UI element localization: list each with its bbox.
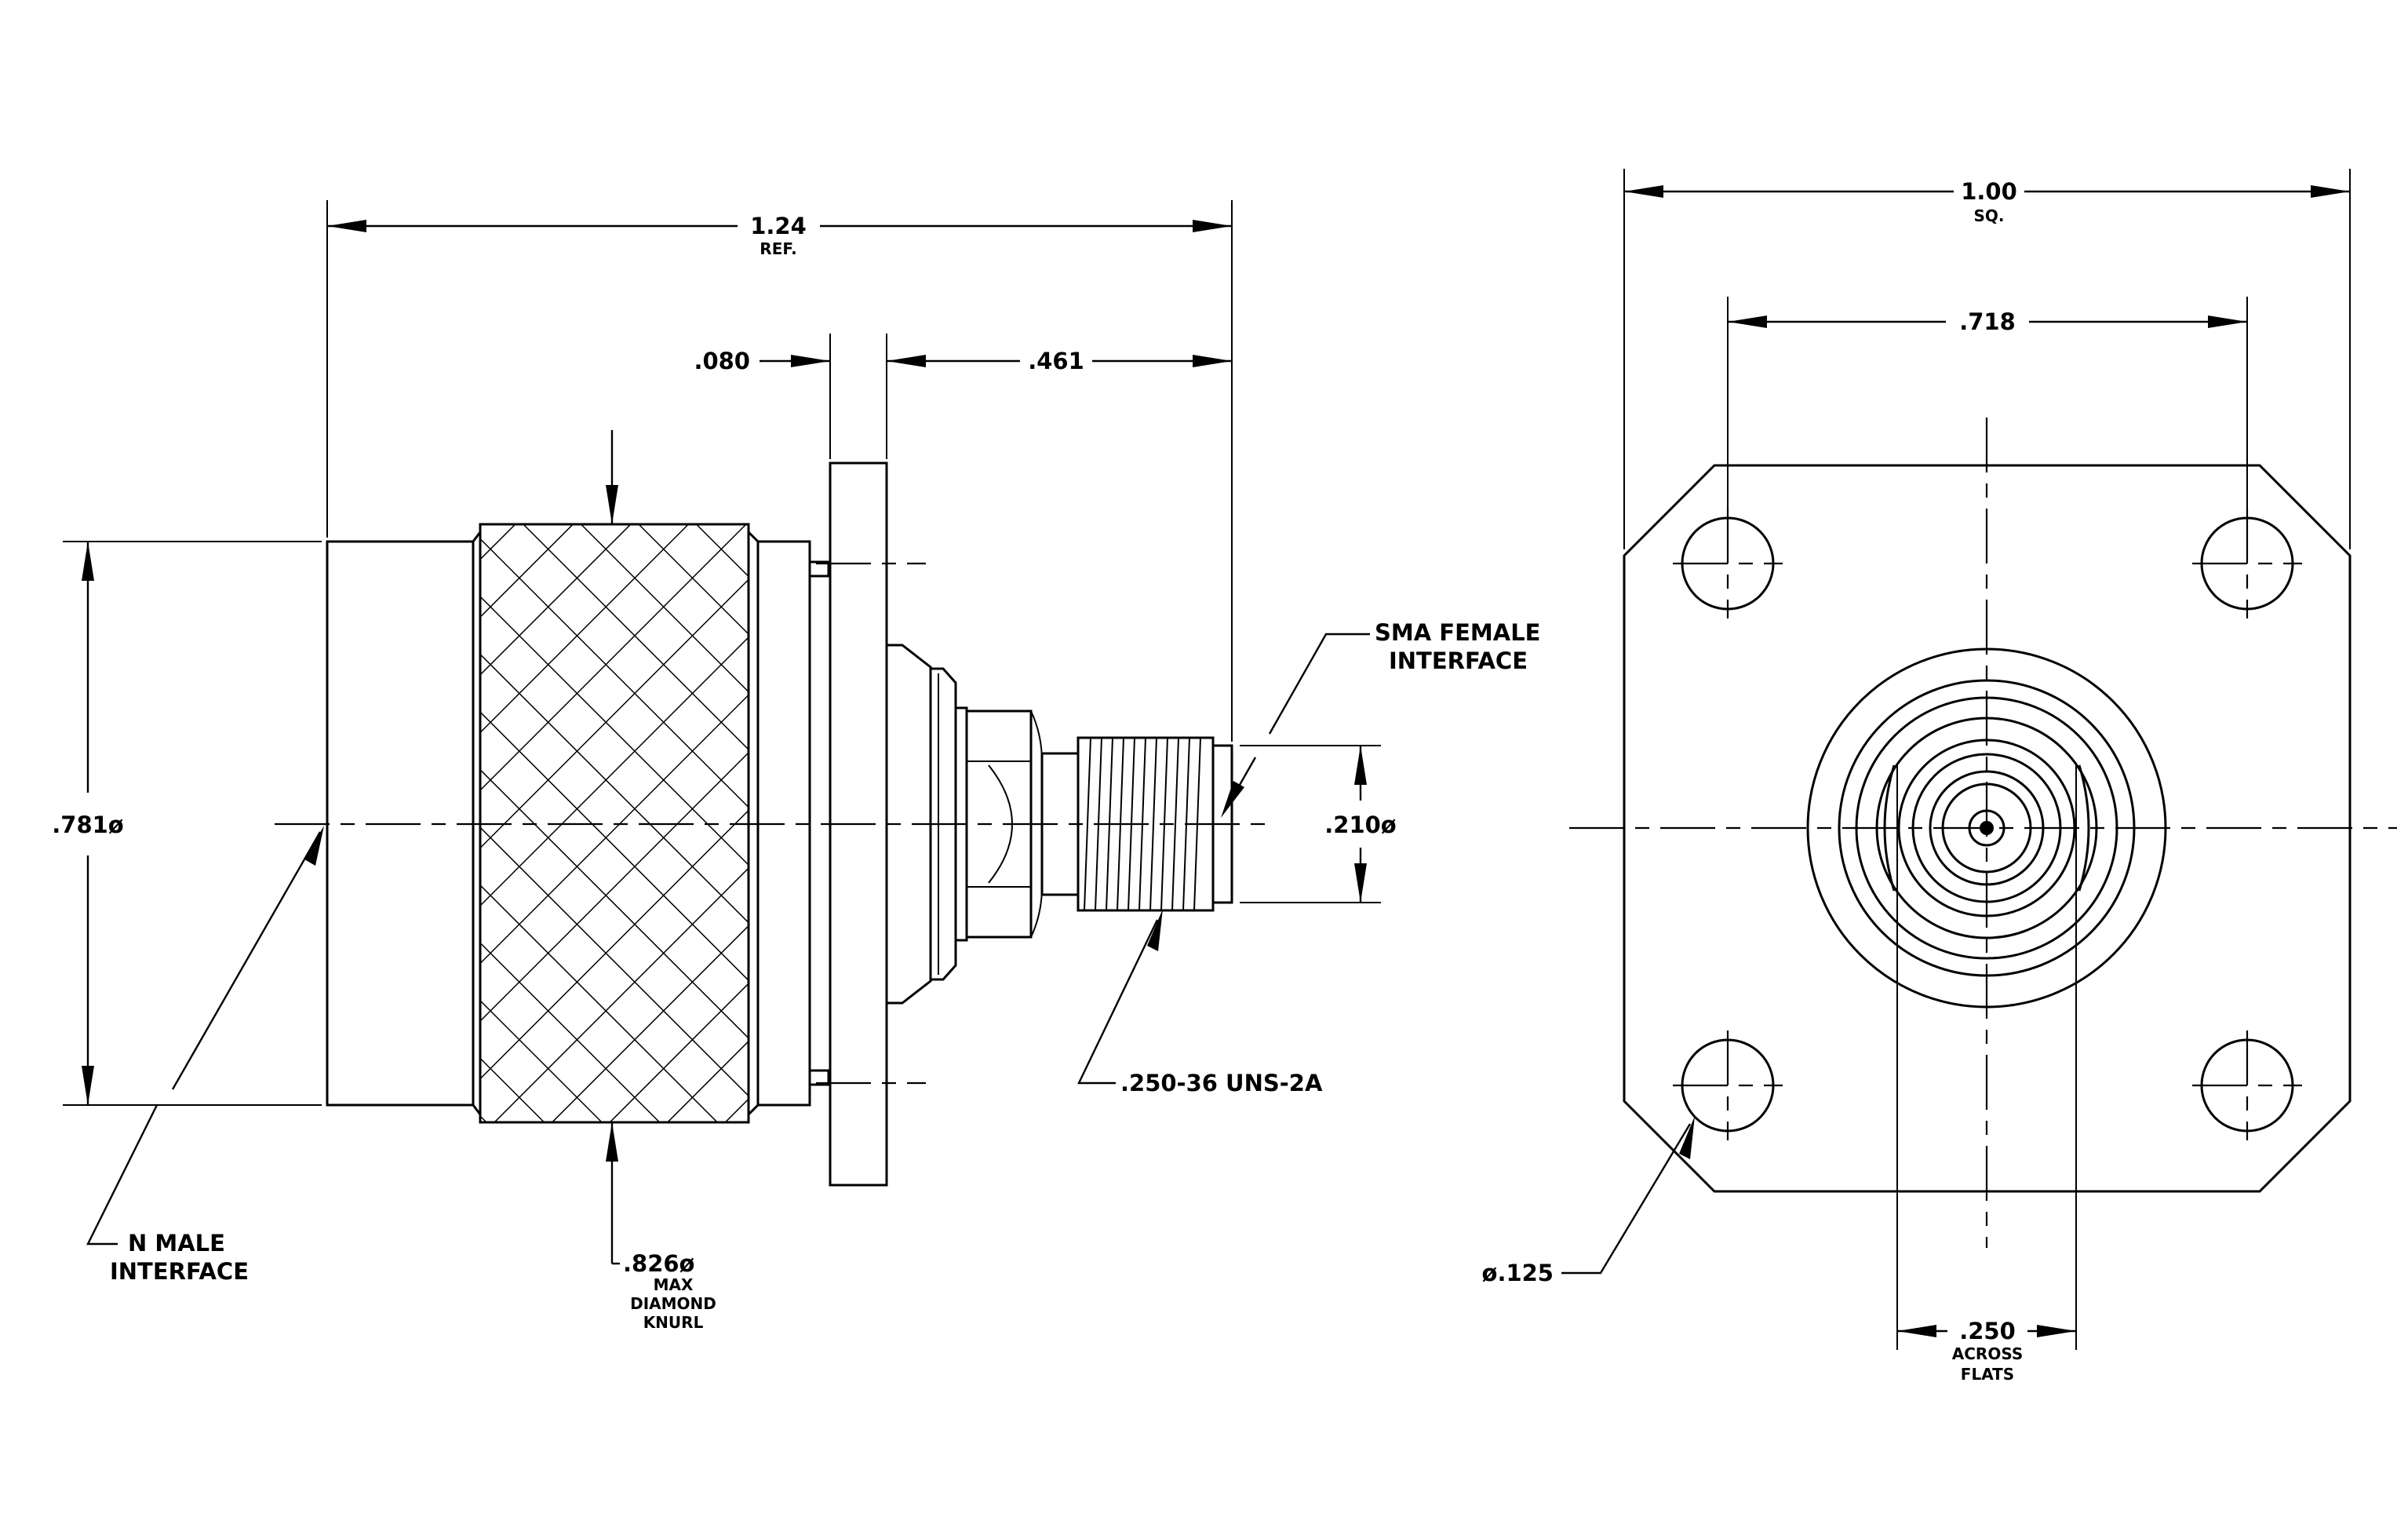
sma-diameter-dimension: .210ø — [1324, 746, 1397, 903]
end-view: 1.00 SQ. .718 ø.125 .250 — [1482, 169, 2397, 1384]
n-male-leader: N MALE INTERFACE — [86, 826, 324, 1285]
overall-length-dimension: 1.24 REF. — [327, 213, 1232, 258]
hole-diameter-label: ø.125 — [1482, 1260, 1554, 1286]
ref-note: REF. — [760, 239, 796, 258]
flats-dimension: .250 ACROSS FLATS — [1896, 765, 2077, 1384]
thread-leader: .250-36 UNS-2A — [1077, 909, 1323, 1096]
sma-female-label-line1: SMA FEMALE — [1375, 619, 1541, 646]
n-male-label-line1: N MALE — [128, 1230, 225, 1257]
flats-label: .250 — [1959, 1318, 2016, 1344]
flange-size-dimension: 1.00 SQ. — [1623, 169, 2351, 549]
flange-thickness-dimension: .080 — [694, 348, 830, 374]
flange-outline — [1623, 464, 2352, 1193]
sma-diameter-label: .210ø — [1324, 812, 1396, 838]
flats-note-flats: FLATS — [1961, 1365, 2014, 1384]
n-body-diameter-dimension: .781ø — [52, 542, 124, 1105]
flats-note-across: ACROSS — [1952, 1344, 2023, 1363]
n-body-diameter-label: .781ø — [52, 812, 123, 838]
knurl-note-diamond: DIAMOND — [630, 1294, 716, 1313]
knurl-diameter-label: .826ø — [623, 1250, 694, 1277]
hole-spacing-dimension: .718 — [1727, 297, 2248, 510]
n-male-label-line2: INTERFACE — [110, 1258, 249, 1285]
knurl-note-knurl: KNURL — [643, 1313, 704, 1332]
sma-length-dimension: .461 — [887, 348, 1232, 374]
mounting-holes — [1673, 509, 2302, 1140]
sma-female-label-line2: INTERFACE — [1389, 647, 1528, 674]
thread-label: .250-36 UNS-2A — [1120, 1070, 1323, 1096]
svg-text:1.24: 1.24 — [750, 213, 807, 239]
flange-size-label: 1.00 — [1961, 178, 2017, 205]
sma-female-leader: SMA FEMALE INTERFACE — [1221, 619, 1541, 818]
knurl-note-max: MAX — [654, 1275, 694, 1294]
knurl-diameter-dimension: .826ø MAX DIAMOND KNURL — [606, 430, 716, 1332]
hole-diameter-leader: ø.125 — [1482, 1116, 1695, 1286]
sq-note: SQ. — [1973, 206, 2004, 225]
concentric-rings — [1806, 647, 2167, 1009]
side-view: 1.24 REF. .080 .461 .781ø — [52, 200, 1541, 1332]
hole-spacing-label: .718 — [1959, 308, 2016, 335]
flange-thickness-label: .080 — [694, 348, 750, 374]
sma-length-label: .461 — [1028, 348, 1084, 374]
